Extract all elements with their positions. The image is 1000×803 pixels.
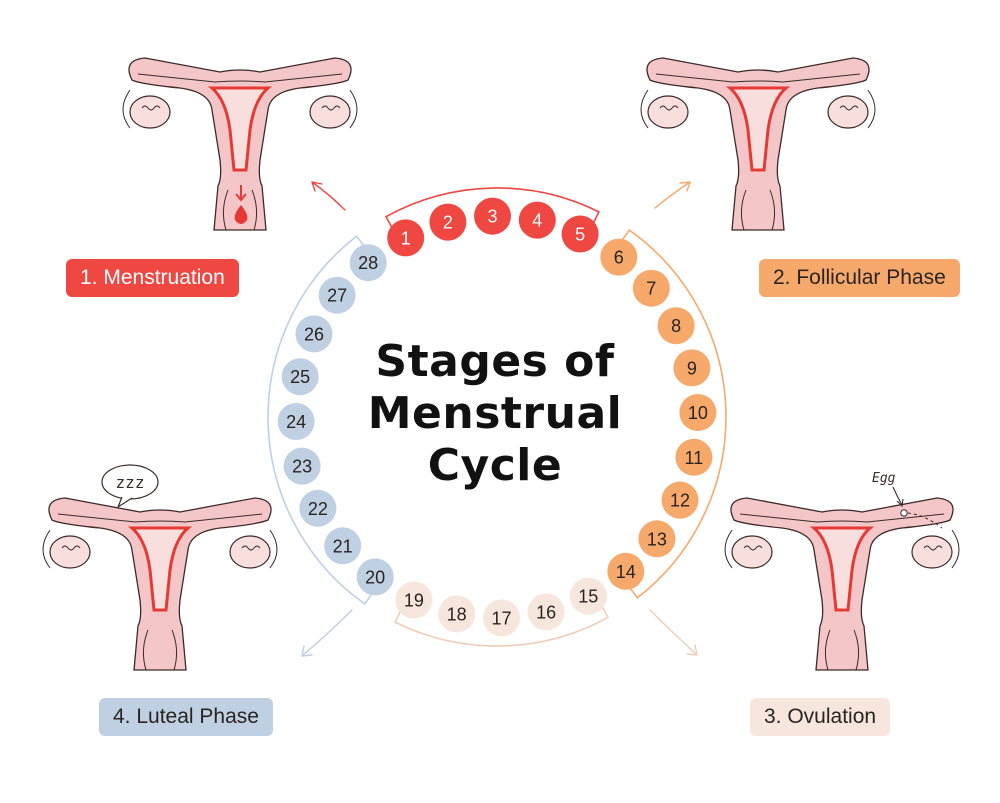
- phase-arc-ovulation: [394, 602, 610, 647]
- phase-arrows: [301, 181, 698, 657]
- phase-label-menstruation: 1. Menstruation: [66, 259, 239, 297]
- phase-label-luteal: 4. Luteal Phase: [99, 698, 273, 736]
- day-circle-26: [295, 315, 333, 353]
- day-circle-20: [356, 558, 394, 596]
- uterus-follicular-illustration: [640, 57, 876, 231]
- day-circle-17: [483, 599, 520, 637]
- day-label-10: 10: [688, 403, 708, 423]
- day-label-1: 1: [401, 228, 411, 248]
- day-label-25: 25: [290, 367, 310, 387]
- day-label-4: 4: [532, 211, 542, 231]
- day-label-14: 14: [616, 562, 636, 582]
- day-circle-27: [318, 276, 356, 314]
- title-line-2: Menstrual: [367, 388, 623, 439]
- day-label-18: 18: [447, 604, 467, 624]
- phase-label-ovulation: 3. Ovulation: [750, 698, 891, 736]
- day-label-9: 9: [687, 358, 697, 378]
- day-circle-16: [527, 593, 565, 631]
- day-label-24: 24: [286, 412, 306, 432]
- egg-annotation: Egg: [872, 471, 896, 486]
- day-circle-22: [299, 489, 337, 527]
- day-label-17: 17: [491, 608, 511, 628]
- egg-icon: [900, 509, 908, 517]
- day-label-11: 11: [685, 448, 704, 468]
- day-label-12: 12: [670, 491, 690, 511]
- day-circle-9: [673, 349, 711, 387]
- day-circle-25: [281, 358, 319, 396]
- day-label-26: 26: [304, 324, 324, 344]
- day-circle-2: [429, 203, 467, 241]
- arrow-luteal: [301, 609, 353, 657]
- day-circle-6: [600, 238, 638, 276]
- day-circle-7: [632, 269, 670, 307]
- day-circle-21: [324, 527, 362, 565]
- day-label-27: 27: [327, 286, 347, 306]
- phase-label-follicular: 2. Follicular Phase: [759, 259, 960, 297]
- uterus-menstruation-illustration: [122, 57, 358, 231]
- day-label-7: 7: [646, 279, 656, 299]
- phase-arc-luteal: [267, 235, 375, 606]
- day-label-6: 6: [614, 248, 624, 268]
- day-label-21: 21: [333, 536, 353, 556]
- day-circle-13: [638, 520, 676, 558]
- day-circle-19: [395, 581, 433, 619]
- arrow-ovulation: [649, 609, 698, 656]
- day-label-23: 23: [292, 457, 312, 477]
- diagram-title: Stages of Menstrual Cycle: [330, 336, 660, 492]
- sleep-annotation: zzz: [116, 473, 145, 492]
- day-circle-11: [675, 438, 713, 476]
- day-circle-28: [349, 244, 387, 282]
- title-line-3: Cycle: [427, 440, 563, 491]
- day-circle-5: [561, 215, 599, 253]
- day-label-13: 13: [647, 529, 667, 549]
- day-label-15: 15: [578, 587, 598, 607]
- day-circle-4: [518, 201, 556, 239]
- arrow-menstruation: [311, 181, 346, 211]
- day-label-8: 8: [671, 316, 681, 336]
- phase-arc-follicular: [619, 228, 727, 599]
- day-label-22: 22: [308, 499, 328, 519]
- uterus-luteal-illustration: [42, 497, 278, 671]
- phase-arc-menstruation: [384, 187, 600, 232]
- day-circle-12: [661, 481, 699, 519]
- arrow-follicular: [654, 181, 691, 209]
- title-line-1: Stages of: [375, 336, 615, 387]
- day-label-5: 5: [575, 225, 585, 245]
- day-label-19: 19: [404, 591, 424, 611]
- day-circle-1: [387, 219, 425, 257]
- day-label-20: 20: [365, 567, 385, 587]
- day-label-16: 16: [536, 602, 556, 622]
- uterus-ovulation-illustration: [724, 497, 960, 671]
- day-circle-3: [474, 197, 511, 235]
- day-circle-23: [283, 447, 321, 485]
- egg-annotation-group: Egg: [872, 471, 943, 529]
- day-label-3: 3: [487, 207, 497, 227]
- day-label-28: 28: [358, 253, 378, 273]
- sleep-bubble-icon: zzz: [101, 464, 159, 509]
- blood-drop-icon: [234, 185, 248, 224]
- day-circle-14: [607, 552, 645, 590]
- phase-arcs: [267, 187, 727, 647]
- day-circle-18: [438, 595, 476, 633]
- day-circle-10: [679, 394, 717, 431]
- day-label-2: 2: [443, 213, 453, 233]
- day-circle-24: [277, 403, 315, 440]
- day-circle-15: [569, 577, 607, 615]
- day-circle-8: [657, 307, 695, 345]
